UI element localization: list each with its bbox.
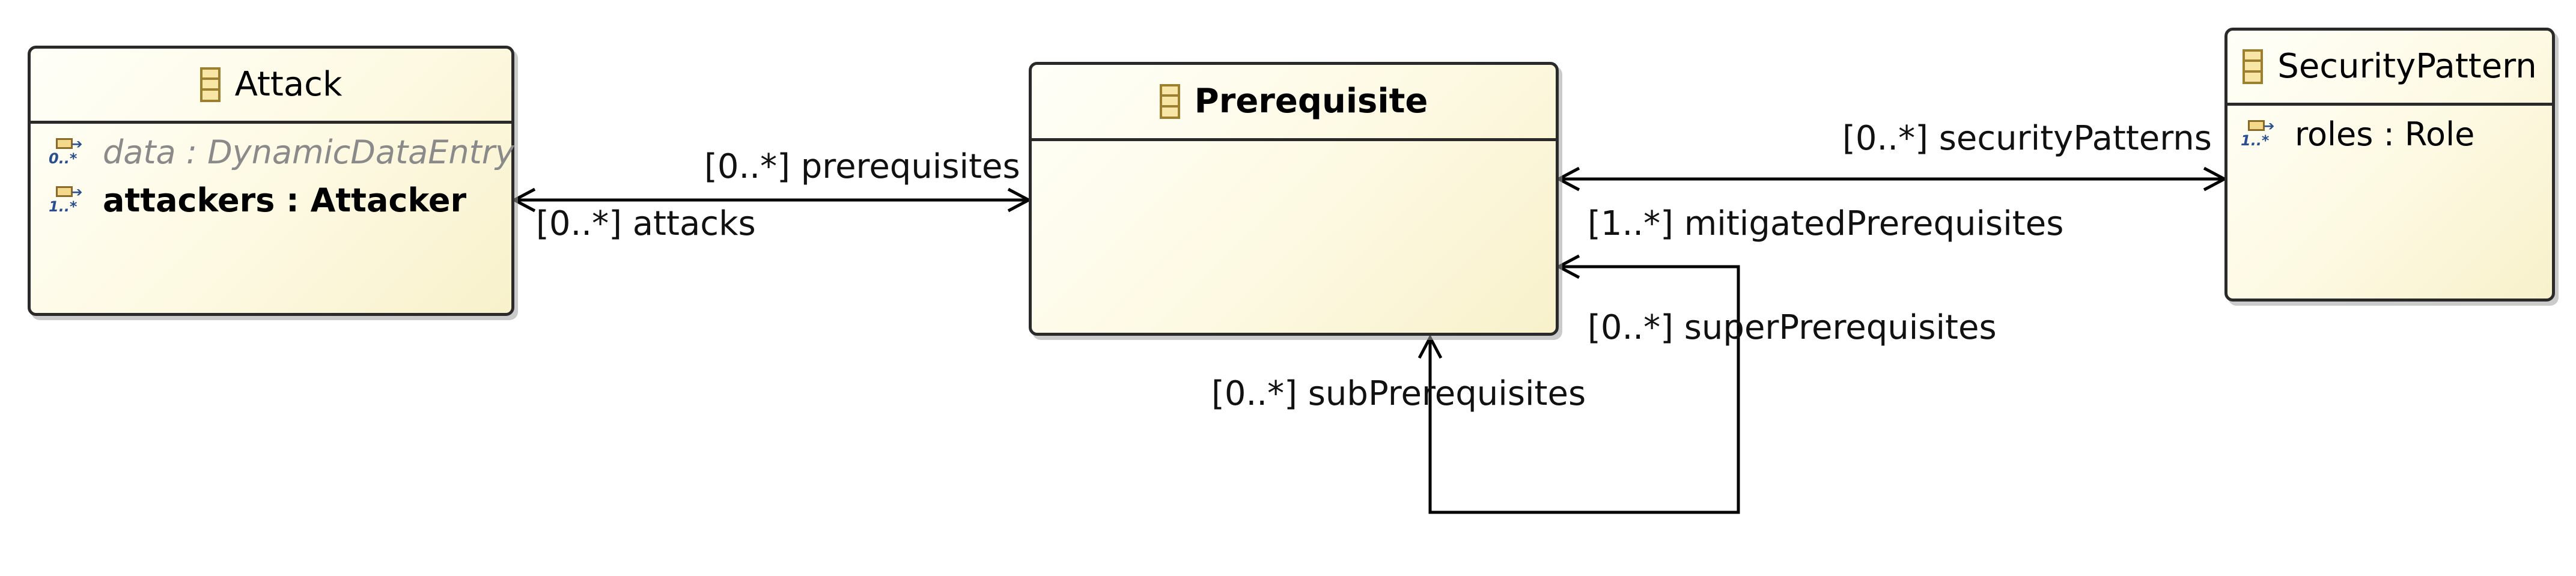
class-prerequisite-header: Prerequisite [1032, 65, 1556, 141]
arrowhead-at-prerequisite-bottom [1417, 334, 1443, 359]
attribute-attackers-label: attackers : Attacker [103, 181, 467, 219]
class-securitypattern-header: SecurityPattern [2227, 31, 2552, 106]
reference-icon: ➔ 0..* [49, 137, 83, 167]
arrowhead-at-prerequisite-side [1555, 254, 1580, 279]
attribute-data-label: data : DynamicDataEntry [103, 133, 514, 171]
reference-icon: ➔ 1..* [49, 185, 83, 215]
class-attack-header: Attack [31, 49, 511, 124]
attribute-attackers[interactable]: ➔ 1..* attackers : Attacker [49, 184, 466, 217]
class-icon [2243, 49, 2264, 84]
class-prerequisite-name: Prerequisite [1194, 82, 1428, 121]
attribute-data[interactable]: ➔ 0..* data : DynamicDataEntry [49, 136, 514, 169]
arrowhead-at-prerequisite-right [1555, 166, 1580, 192]
class-securitypattern[interactable]: SecurityPattern ➔ 1..* roles : Role [2224, 28, 2555, 302]
self-association-edge [1428, 265, 1740, 514]
arrowhead-at-attack [511, 187, 536, 213]
reference-icon: ➔ 1..* [2241, 119, 2275, 149]
label-mitigated-prerequisites: [1..*] mitigatedPrerequisites [1588, 204, 2064, 243]
label-super-prerequisites: [0..*] superPrerequisites [1588, 308, 1997, 347]
class-icon [1159, 84, 1180, 119]
class-prerequisite[interactable]: Prerequisite [1029, 62, 1559, 336]
class-attack-name: Attack [234, 65, 343, 104]
class-attack[interactable]: Attack ➔ 0..* data : DynamicDataEntry ➔ … [28, 46, 514, 316]
label-sub-prerequisites: [0..*] subPrerequisites [1211, 374, 1586, 413]
class-icon [199, 67, 221, 102]
class-securitypattern-name: SecurityPattern [2277, 47, 2537, 86]
attribute-roles-label: roles : Role [2295, 115, 2475, 153]
label-prerequisites: [0..*] prerequisites [704, 147, 1020, 186]
attribute-roles[interactable]: ➔ 1..* roles : Role [2241, 118, 2474, 151]
label-security-patterns: [0..*] securityPatterns [1842, 119, 2212, 158]
label-attacks: [0..*] attacks [536, 204, 756, 243]
